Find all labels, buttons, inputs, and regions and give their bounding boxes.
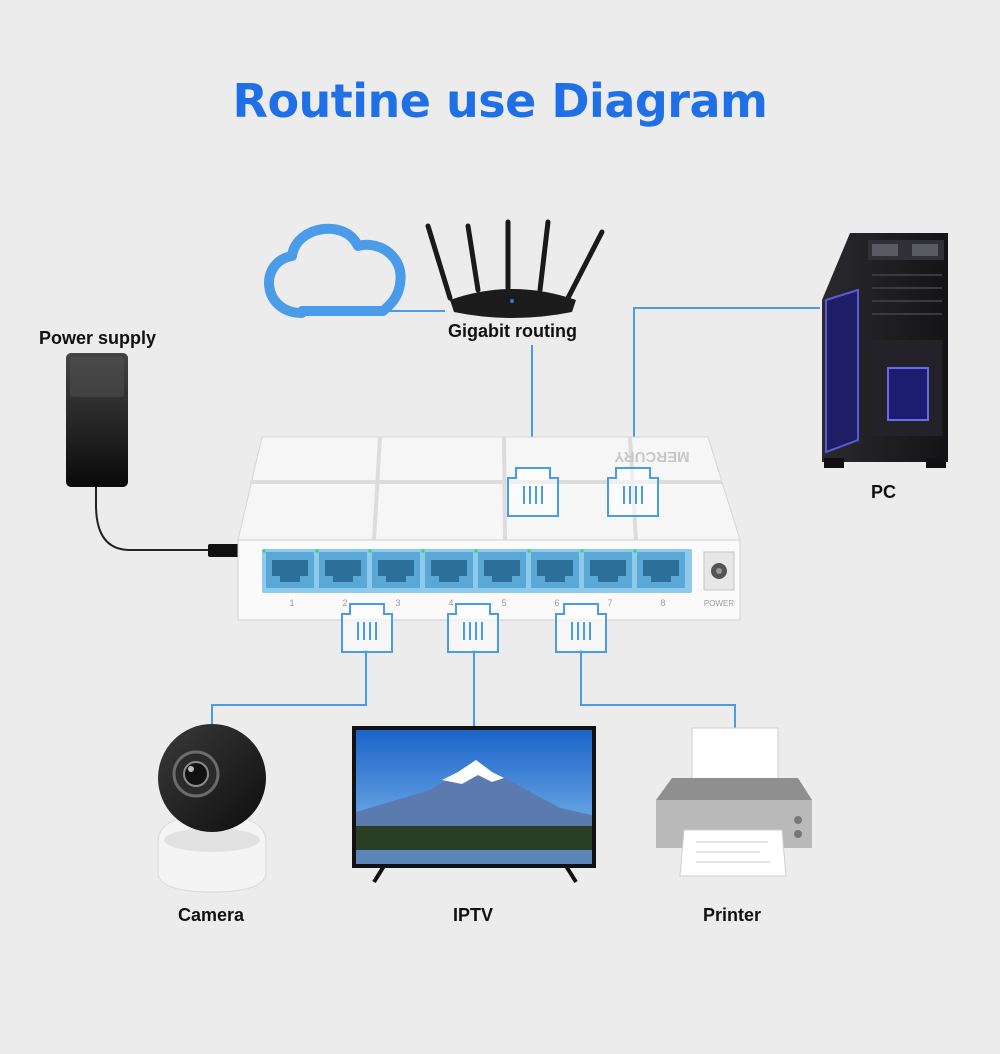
power-supply-label: Power supply <box>39 328 157 348</box>
switch-port-2 <box>315 549 367 588</box>
port-number-7: 7 <box>607 598 612 608</box>
pc-label: PC <box>871 482 897 502</box>
cloud-icon <box>264 223 445 318</box>
rj45-printer-connector <box>555 603 607 653</box>
camera-line <box>211 650 367 725</box>
switch-port-5 <box>474 549 526 588</box>
switch-port-6 <box>527 549 579 588</box>
rj45-connectors <box>341 467 659 653</box>
switch-ports: 1 2 3 4 5 6 7 8 <box>262 549 685 608</box>
port-number-1: 1 <box>289 598 294 608</box>
switch-port-1 <box>262 549 314 588</box>
rj45-router-connector <box>507 467 559 517</box>
router-icon <box>425 219 605 318</box>
switch-port-8 <box>633 549 685 588</box>
switch-port-7 <box>580 549 632 588</box>
switch-power-label: POWER <box>704 599 734 608</box>
rj45-iptv-connector <box>447 603 499 653</box>
switch-port-4 <box>421 549 473 588</box>
port-number-8: 8 <box>660 598 665 608</box>
iptv-label: IPTV <box>453 905 494 925</box>
camera-icon <box>157 724 267 893</box>
port-number-6: 6 <box>554 598 559 608</box>
router-label: Gigabit routing <box>448 321 577 341</box>
port-number-3: 3 <box>395 598 400 608</box>
rj45-camera-connector <box>341 603 393 653</box>
power-adapter-icon <box>66 353 240 557</box>
pc-to-switch-line <box>633 307 820 475</box>
rj45-pc-connector <box>607 467 659 517</box>
network-switch: 1 2 3 4 5 6 7 8 MERCURY POWER <box>237 436 741 621</box>
diagram-title: Routine use Diagram <box>232 74 768 128</box>
port-number-2: 2 <box>342 598 347 608</box>
printer-icon <box>656 727 812 877</box>
camera-label: Camera <box>178 905 245 925</box>
port-number-4: 4 <box>448 598 453 608</box>
tv-icon <box>352 726 596 884</box>
switch-brand-text: MERCURY <box>614 448 689 465</box>
switch-port-3 <box>368 549 420 588</box>
pc-tower-icon <box>822 233 948 468</box>
printer-label: Printer <box>703 905 762 925</box>
port-number-5: 5 <box>501 598 506 608</box>
printer-line <box>580 650 736 730</box>
